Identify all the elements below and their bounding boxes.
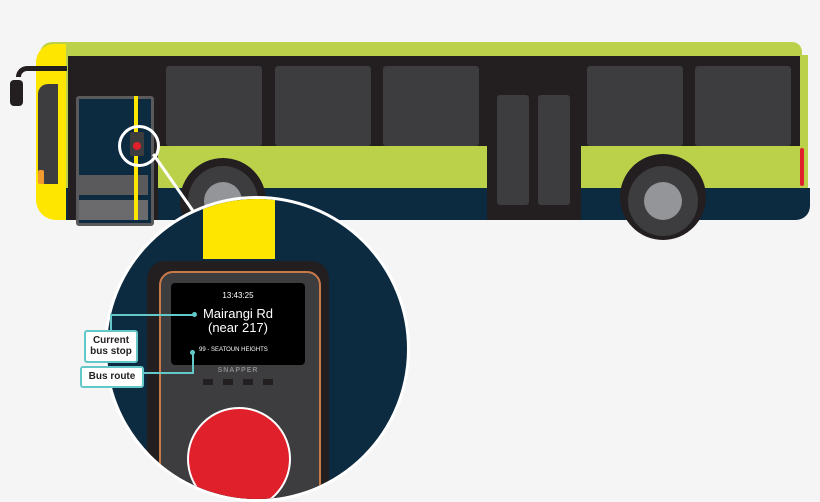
callout-dot	[192, 312, 197, 317]
bus-route-callout: Bus route	[80, 366, 144, 388]
bus-window	[587, 66, 683, 146]
bus-window	[695, 66, 791, 146]
callout-text: bus stop	[90, 346, 132, 357]
rear-door-panel	[538, 95, 570, 205]
brand-label: SNAPPER	[217, 367, 259, 374]
key-button	[243, 379, 253, 385]
door-step	[79, 200, 148, 220]
stop-name: Mairangi Rd	[202, 306, 274, 321]
callout-text: Current	[92, 335, 130, 346]
bus-window	[275, 66, 371, 146]
stop-detail: (near 217)	[208, 320, 268, 335]
callout-line	[192, 352, 194, 374]
mirror-arm	[16, 66, 67, 77]
highlight-ring	[118, 125, 160, 167]
key-button	[223, 379, 233, 385]
screen-time: 13:43:25	[222, 291, 254, 300]
indicator-light	[38, 170, 44, 184]
screen-stop: Mairangi Rd (near 217)	[171, 307, 305, 335]
rear-door-panel	[497, 95, 529, 205]
bus-window	[383, 66, 479, 146]
magnified-view: 13:43:25 Mairangi Rd (near 217) 99 - SEA…	[104, 196, 410, 502]
callout-line	[110, 314, 194, 316]
wheel-hub	[644, 182, 682, 220]
screen-route: 99 - SEATOUN HEIGHTS	[199, 347, 268, 353]
current-stop-callout: Current bus stop	[84, 330, 138, 363]
callout-dot	[190, 350, 195, 355]
key-button	[203, 379, 213, 385]
key-button	[263, 379, 273, 385]
tap-target-icon	[187, 407, 291, 499]
tail-light	[800, 148, 804, 186]
callout-line	[110, 314, 112, 330]
door-step	[79, 175, 148, 195]
windshield	[38, 84, 58, 184]
grab-pole-magnified	[203, 199, 275, 259]
bus-window	[166, 66, 262, 146]
callout-line	[140, 372, 194, 374]
side-mirror	[10, 80, 23, 106]
